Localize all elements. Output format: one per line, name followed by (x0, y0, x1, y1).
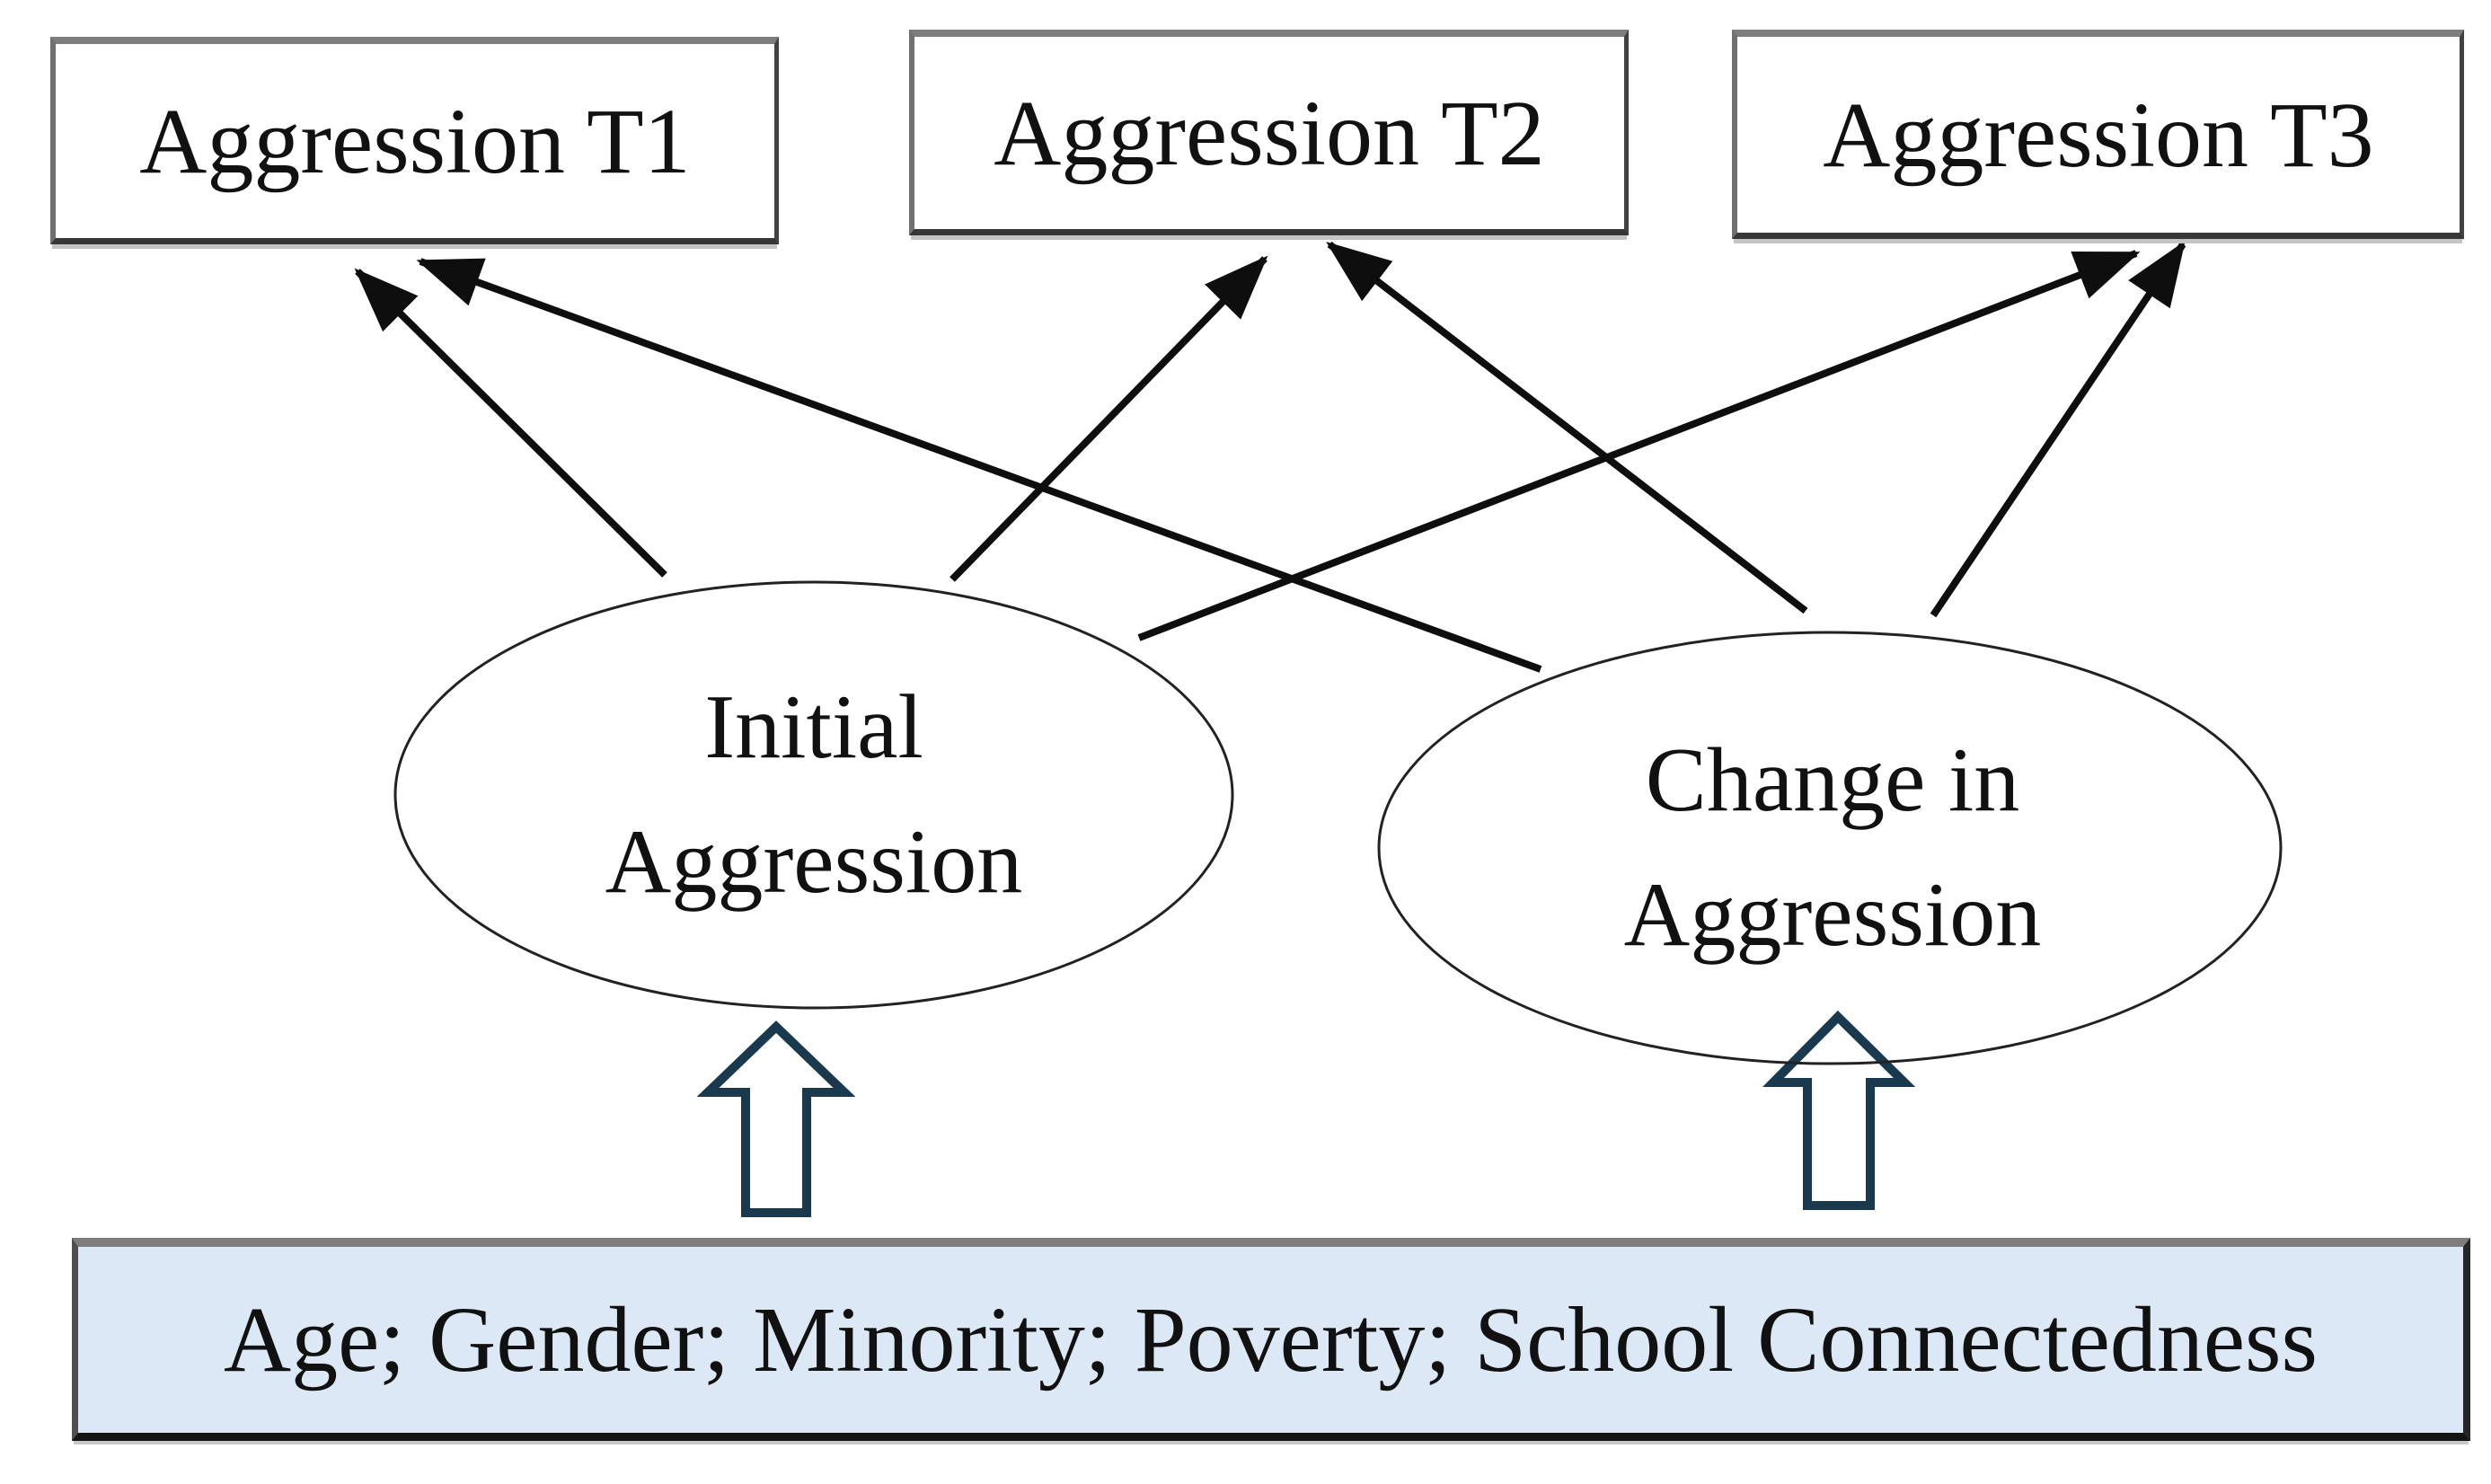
latent-label-initial-line1: Initial (704, 676, 923, 778)
latent-label-change-line1: Change in (1645, 729, 2020, 831)
arrow-change-to-t1 (416, 258, 1542, 673)
observed-box-t1-label: Aggression T1 (139, 89, 691, 193)
latent-ellipse-initial (393, 580, 1234, 1010)
latent-ellipse-change (1377, 631, 2283, 1065)
arrow-change-to-t2 (1326, 241, 1808, 614)
covariates-box-label: Age; Gender; Minority; Poverty; School C… (224, 1288, 2318, 1391)
latent-label-initial-line2: Aggression (605, 811, 1023, 913)
arrow-initial-to-t2 (950, 255, 1268, 582)
latent-label-change-line2: Aggression (1623, 864, 2042, 966)
covariates-box: Age; Gender; Minority; Poverty; School C… (72, 1238, 2470, 1441)
observed-box-t2: Aggression T2 (909, 30, 1629, 235)
arrow-change-to-t3 (1930, 241, 2186, 618)
observed-box-t3: Aggression T3 (1732, 30, 2464, 239)
block-arrow-covariates-to-initial (696, 1020, 856, 1217)
arrow-initial-to-t1 (354, 268, 667, 578)
observed-box-t1: Aggression T1 (50, 37, 779, 244)
block-arrow-covariates-to-change (1762, 1010, 1916, 1210)
observed-box-t3-label: Aggression T3 (1823, 83, 2374, 187)
observed-box-t2-label: Aggression T2 (994, 81, 1545, 185)
latent-label-initial: Initial Aggression (499, 660, 1128, 930)
arrow-initial-to-t3 (1137, 250, 2141, 641)
latent-label-change: Change in Aggression (1518, 713, 2147, 983)
